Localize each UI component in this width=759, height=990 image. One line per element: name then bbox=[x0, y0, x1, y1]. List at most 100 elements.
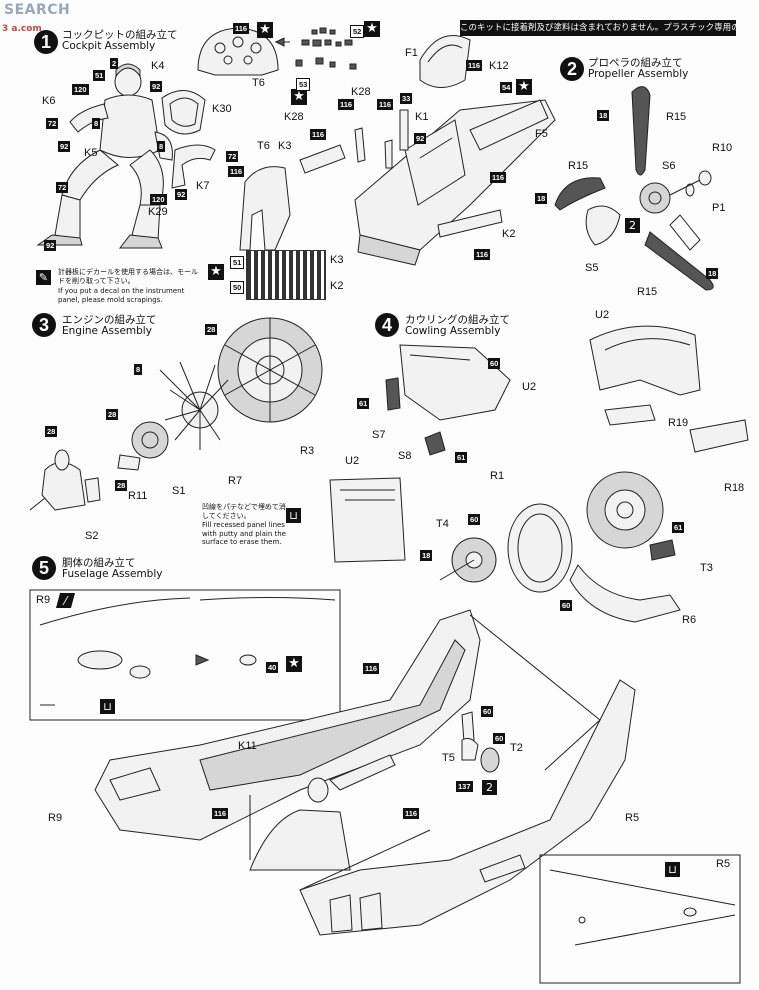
paint-callout: 116 bbox=[403, 808, 420, 819]
part-label-k2: K2 bbox=[502, 228, 516, 240]
paint-callout: 72 bbox=[46, 118, 59, 129]
part-label-k6: K6 bbox=[42, 95, 56, 107]
step-3-title-en: Engine Assembly bbox=[62, 325, 152, 337]
paint-callout: 116 bbox=[233, 23, 250, 34]
part-label-r9-inset: R9 bbox=[36, 594, 51, 606]
step-4-title-en: Cowling Assembly bbox=[405, 325, 501, 337]
paint-callout: 72 bbox=[226, 151, 239, 162]
paint-callout: 28 bbox=[106, 409, 119, 420]
putty-note-jp: 凹線をパテなどで埋めて消してください。 bbox=[202, 503, 286, 520]
cockpit-tub bbox=[354, 99, 556, 266]
paint-callout: 28 bbox=[45, 426, 58, 437]
decal-instruments bbox=[295, 27, 357, 70]
part-label-k11: K11 bbox=[238, 740, 257, 752]
glue-paint-notice: このキットに接着剤及び塗料は含まれておりません。プラスチック専用の物を別にお求め… bbox=[460, 20, 736, 36]
step-1-title-jp: コックピットの組み立て bbox=[62, 29, 178, 41]
paint-callout: 60 bbox=[481, 706, 494, 717]
part-label-r5-inset: R5 bbox=[716, 858, 731, 870]
watermark: SEARCH bbox=[4, 2, 71, 18]
cowl-ring-r1 bbox=[507, 503, 573, 593]
paint-callout: 2 bbox=[110, 58, 119, 69]
paint-callout: 116 bbox=[310, 129, 327, 140]
part-label-u2-inset: U2 bbox=[345, 455, 360, 467]
paint-callout: 92 bbox=[44, 240, 57, 251]
step-2-number: 2 bbox=[560, 57, 584, 81]
decal-callout: 53 bbox=[296, 78, 311, 91]
paint-callout: 8 bbox=[157, 141, 166, 152]
paint-callout: 120 bbox=[72, 84, 89, 95]
part-label-k3: K3 bbox=[278, 140, 292, 152]
step-5-number: 5 bbox=[32, 556, 56, 580]
part-label-r1: R1 bbox=[490, 470, 505, 482]
step-2-title-en: Propeller Assembly bbox=[588, 68, 689, 80]
paint-callout: 92 bbox=[414, 133, 427, 144]
arm-k7 bbox=[171, 144, 216, 189]
paint-callout: 28 bbox=[205, 324, 218, 335]
paint-callout: 40 bbox=[266, 662, 279, 673]
part-label-r5: R5 bbox=[625, 812, 640, 824]
part-label-k12: K12 bbox=[489, 60, 509, 72]
paint-callout: 60 bbox=[560, 600, 573, 611]
side-panel-k3 bbox=[299, 144, 503, 238]
paint-callout: 18 bbox=[420, 550, 433, 561]
instrument-panel-t6 bbox=[197, 27, 290, 76]
paint-callout: 60 bbox=[488, 358, 501, 369]
part-label-r3: R3 bbox=[300, 445, 315, 457]
part-label-s8: S8 bbox=[398, 450, 412, 462]
part-label-r6: R6 bbox=[682, 614, 697, 626]
part-label-s6: S6 bbox=[662, 160, 676, 172]
decal-note-jp: 計器板にデカールを使用する場合は、モールドを削り取って下さい。 bbox=[58, 268, 198, 285]
part-label-k7: K7 bbox=[196, 180, 210, 192]
lower-cowl-r6 bbox=[569, 564, 681, 623]
paint-callout: 137 bbox=[456, 781, 473, 792]
paint-callout: 92 bbox=[175, 189, 188, 200]
tailwheel-parts bbox=[461, 711, 500, 773]
seat-back-k30 bbox=[161, 90, 206, 135]
decal-note-en: If you put a decal on the instrument pan… bbox=[58, 287, 185, 304]
paint-callout: 61 bbox=[672, 522, 685, 533]
part-label-r15-left: R15 bbox=[568, 160, 589, 172]
paint-callout: 60 bbox=[493, 733, 506, 744]
step-4-number: 4 bbox=[375, 313, 399, 337]
paint-callout-box: 2 bbox=[625, 218, 640, 233]
part-label-s1: S1 bbox=[172, 485, 186, 497]
part-label-k3-decal: K3 bbox=[330, 254, 344, 266]
part-label-k30: K30 bbox=[212, 103, 232, 115]
putty-note-en: Fill recessed panel lines with putty and… bbox=[202, 521, 286, 546]
part-label-r18: R18 bbox=[724, 482, 745, 494]
step-1-number: 1 bbox=[34, 30, 58, 54]
paint-callout: 116 bbox=[228, 166, 245, 177]
part-label-f1: F1 bbox=[405, 47, 418, 59]
part-label-r11: R11 bbox=[128, 490, 148, 502]
cooling-fan-t4 bbox=[439, 537, 497, 583]
part-label-t3: T3 bbox=[700, 562, 713, 574]
decal-callout: 50 bbox=[230, 281, 245, 294]
star-icon: ★ bbox=[208, 264, 224, 280]
paint-callout: 61 bbox=[357, 398, 370, 409]
part-label-s5: S5 bbox=[585, 262, 599, 274]
part-label-r15-bottom: R15 bbox=[637, 286, 658, 298]
part-label-r19: R19 bbox=[668, 417, 689, 429]
part-label-p1: P1 bbox=[712, 202, 726, 214]
pilot-figure bbox=[36, 63, 173, 249]
panel-line-inset bbox=[329, 477, 406, 563]
part-label-k4: K4 bbox=[151, 60, 165, 72]
part-label-u2-right: U2 bbox=[595, 309, 610, 321]
part-label-s7: S7 bbox=[372, 429, 386, 441]
paint-callout: 92 bbox=[58, 141, 71, 152]
part-label-t2: T2 bbox=[510, 742, 523, 754]
paint-callout: 72 bbox=[56, 182, 69, 193]
engine-assembly bbox=[29, 317, 323, 511]
fuselage-left-r9 bbox=[94, 609, 481, 841]
part-label-k29: K29 bbox=[148, 206, 168, 218]
paint-callout: 28 bbox=[115, 480, 128, 491]
paint-callout: 8 bbox=[134, 364, 143, 375]
step-5-title-jp: 胴体の組み立て bbox=[62, 557, 136, 569]
fuselage-pilot bbox=[249, 754, 396, 871]
paint-callout: 92 bbox=[150, 81, 163, 92]
part-label-k1: K1 bbox=[415, 111, 429, 123]
paint-callout: 18 bbox=[706, 268, 719, 279]
paint-callout: 51 bbox=[93, 70, 106, 81]
part-label-t5: T5 bbox=[442, 752, 455, 764]
step-1-title-en: Cockpit Assembly bbox=[62, 40, 156, 52]
